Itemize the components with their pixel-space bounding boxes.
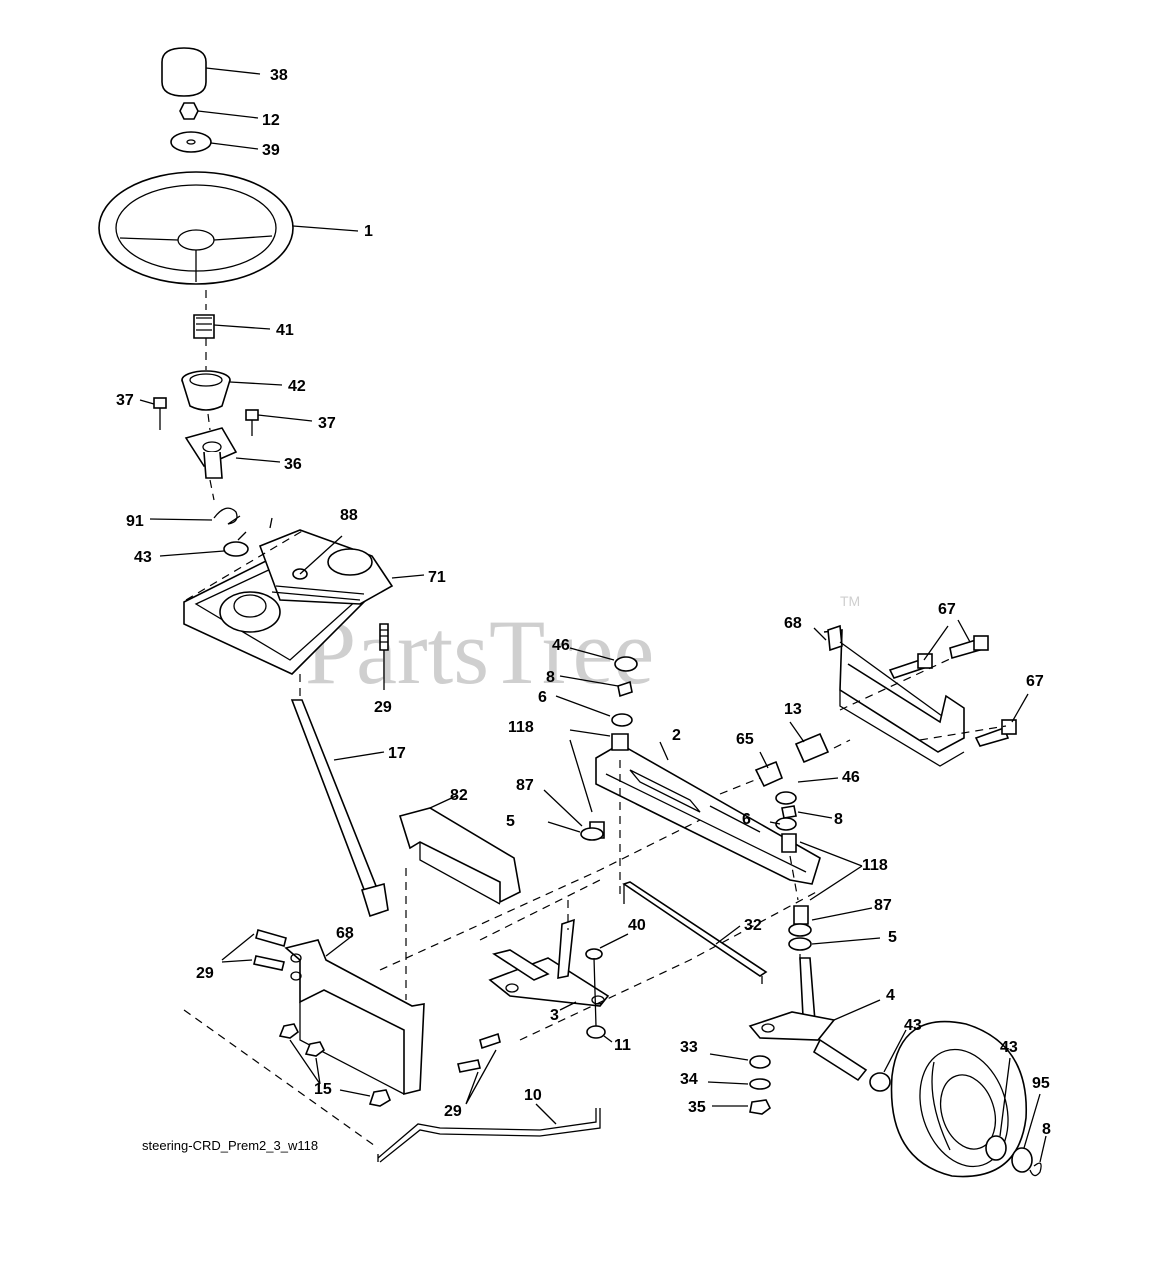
frame-line-a bbox=[185, 529, 305, 601]
spacers-13-65 bbox=[754, 721, 830, 788]
callout-38: 38 bbox=[270, 67, 288, 84]
washer bbox=[170, 131, 259, 153]
callout-95: 95 bbox=[1032, 1075, 1050, 1092]
callout-11: 11 bbox=[614, 1037, 631, 1054]
steering-gear-box bbox=[183, 517, 425, 675]
washer-43-upper bbox=[159, 541, 249, 557]
column-flange bbox=[184, 427, 281, 479]
callout-39: 39 bbox=[262, 142, 280, 159]
nuts-15 bbox=[278, 1023, 391, 1107]
callout-5a: 5 bbox=[506, 813, 515, 830]
steering-shaft bbox=[290, 699, 389, 918]
frame-line-c bbox=[379, 819, 821, 1041]
callout-29a: 29 bbox=[374, 699, 392, 716]
watermark-trademark: TM bbox=[840, 593, 860, 609]
callout-43b: 43 bbox=[904, 1017, 922, 1034]
callout-37b: 37 bbox=[318, 415, 336, 432]
column-axis bbox=[205, 290, 215, 501]
frame-bracket-right bbox=[813, 624, 965, 767]
column-adapter bbox=[193, 314, 271, 339]
frame-line-e bbox=[405, 760, 801, 1000]
callout-13: 13 bbox=[784, 701, 802, 718]
callout-37a: 37 bbox=[116, 392, 134, 409]
callout-46b: 46 bbox=[842, 769, 860, 786]
callout-82: 82 bbox=[450, 787, 468, 804]
pivot-stack-right bbox=[769, 777, 881, 951]
callout-35: 35 bbox=[688, 1099, 706, 1116]
callout-1: 1 bbox=[364, 223, 373, 240]
callout-33: 33 bbox=[680, 1039, 698, 1056]
clip-91 bbox=[149, 507, 241, 525]
bushing-cup bbox=[181, 370, 283, 411]
hex-nut bbox=[179, 102, 259, 120]
steering-cap bbox=[161, 47, 261, 97]
callout-3: 3 bbox=[550, 1007, 559, 1024]
frame-bracket-82 bbox=[398, 795, 521, 905]
callout-4: 4 bbox=[886, 987, 895, 1004]
callout-87b: 87 bbox=[874, 897, 892, 914]
frame-bracket-left bbox=[284, 935, 425, 1096]
callout-15: 15 bbox=[314, 1081, 332, 1098]
bolts-29-left bbox=[221, 929, 501, 1105]
bolts-67 bbox=[888, 619, 1029, 747]
callout-42: 42 bbox=[288, 378, 306, 395]
callout-2: 2 bbox=[672, 727, 681, 744]
hardware-33-34-35 bbox=[707, 1053, 772, 1115]
bolt-29-upper bbox=[379, 623, 389, 690]
callout-6a: 6 bbox=[538, 689, 547, 706]
callout-32: 32 bbox=[744, 917, 762, 934]
callout-36: 36 bbox=[284, 456, 302, 473]
callout-65: 65 bbox=[736, 731, 754, 748]
callout-8a: 8 bbox=[546, 669, 555, 686]
callout-118a: 118 bbox=[508, 719, 534, 736]
tie-rod bbox=[622, 881, 768, 984]
drag-link bbox=[377, 1103, 601, 1163]
pivot-stack-left bbox=[543, 647, 638, 841]
wheel-hardware bbox=[985, 1057, 1047, 1177]
callout-68b: 68 bbox=[336, 925, 354, 942]
callout-91: 91 bbox=[126, 513, 144, 530]
callout-17: 17 bbox=[388, 745, 406, 762]
callout-87a: 87 bbox=[516, 777, 534, 794]
callout-5b: 5 bbox=[888, 929, 897, 946]
callout-40: 40 bbox=[628, 917, 646, 934]
frame-line-d bbox=[183, 1009, 379, 1149]
callout-43a: 43 bbox=[134, 549, 152, 566]
callout-29c: 29 bbox=[444, 1103, 462, 1120]
callout-88: 88 bbox=[340, 507, 358, 524]
callout-67b: 67 bbox=[1026, 673, 1044, 690]
callout-29b: 29 bbox=[196, 965, 214, 982]
callout-68a: 68 bbox=[784, 615, 802, 632]
steering-arm bbox=[488, 918, 629, 1043]
washer-43-right bbox=[869, 1029, 907, 1092]
callout-34: 34 bbox=[680, 1071, 698, 1088]
steering-wheel bbox=[98, 171, 359, 285]
callout-41: 41 bbox=[276, 322, 294, 339]
diagram-caption: steering-CRD_Prem2_3_w118 bbox=[142, 1138, 318, 1153]
callout-12: 12 bbox=[262, 112, 280, 129]
callout-labels: 38 12 39 1 41 42 37 37 36 91 43 88 71 29… bbox=[116, 67, 1051, 1138]
callout-8b: 8 bbox=[834, 811, 843, 828]
frame-line-g bbox=[719, 739, 851, 795]
bolts-37 bbox=[139, 397, 313, 436]
callout-71: 71 bbox=[428, 569, 446, 586]
callout-8c: 8 bbox=[1042, 1121, 1051, 1138]
callout-43c: 43 bbox=[1000, 1039, 1018, 1056]
callout-46a: 46 bbox=[552, 637, 570, 654]
callout-67a: 67 bbox=[938, 601, 956, 618]
watermark: PartsTree bbox=[305, 601, 654, 703]
callout-6b: 6 bbox=[742, 811, 751, 828]
spindle bbox=[748, 957, 881, 1082]
callout-10: 10 bbox=[524, 1087, 542, 1104]
callout-118b: 118 bbox=[862, 857, 888, 874]
frame-line-f bbox=[839, 657, 1007, 741]
